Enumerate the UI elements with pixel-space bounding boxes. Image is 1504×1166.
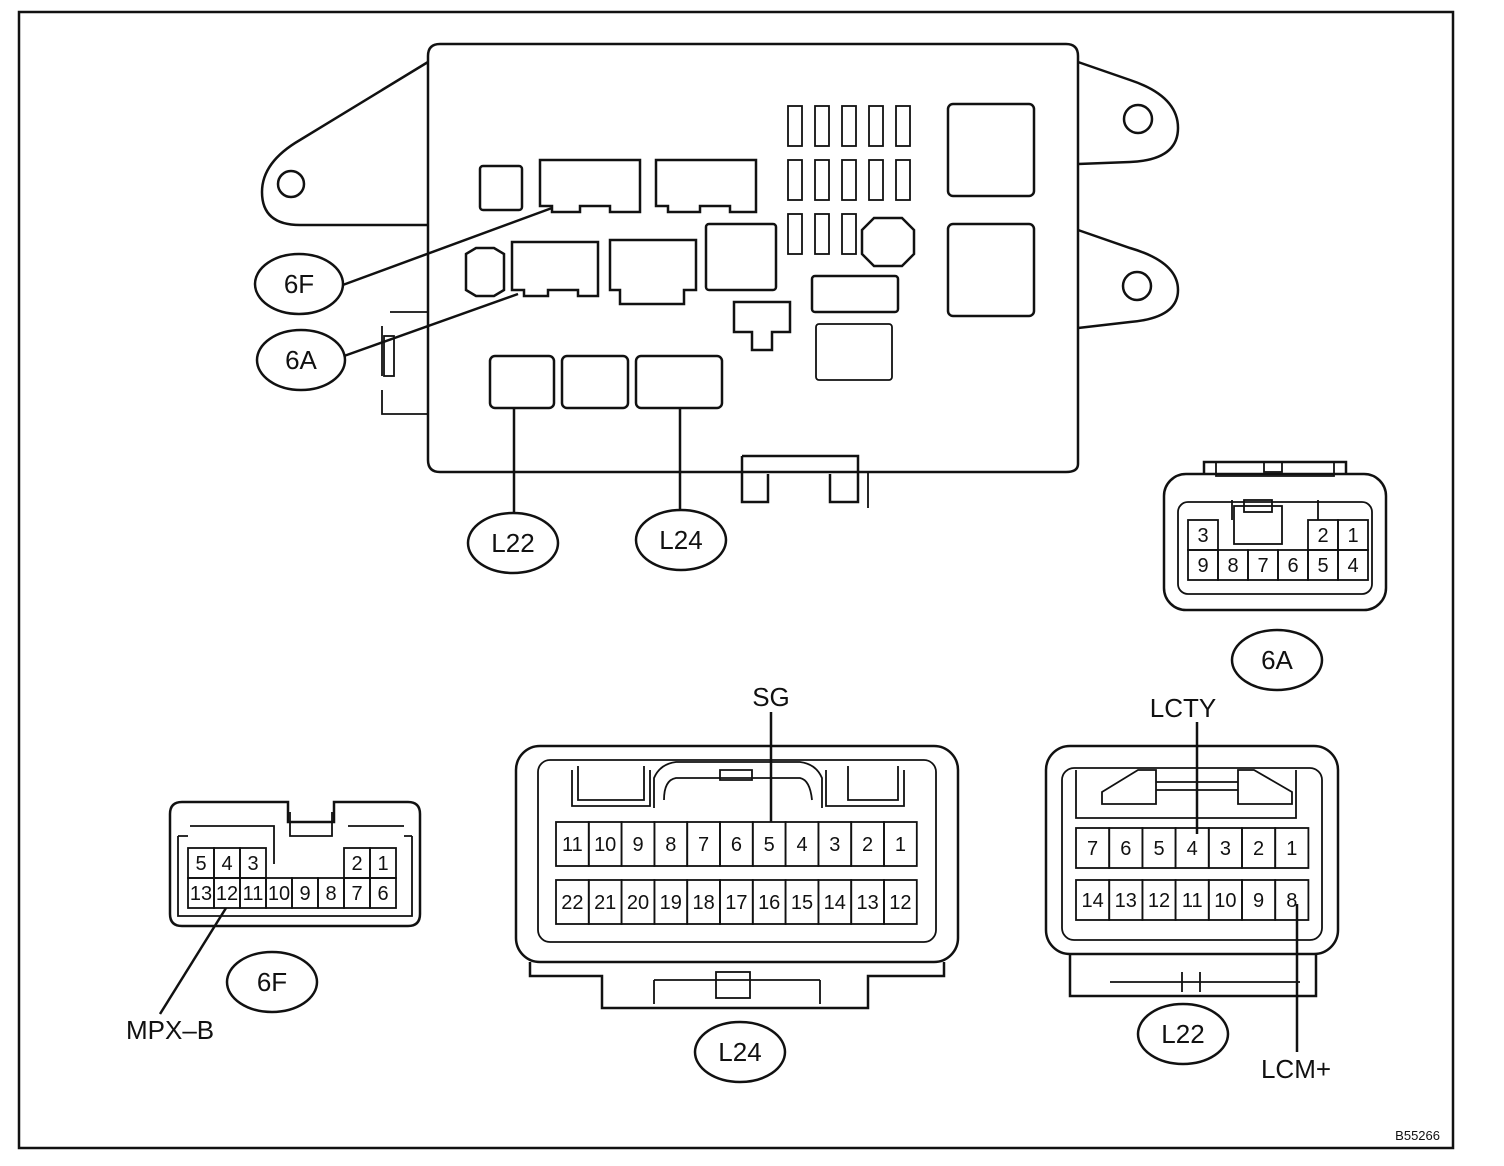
pin-number: 7 <box>1087 838 1098 860</box>
pin-number: 3 <box>1197 525 1208 547</box>
pin-number: 13 <box>856 892 878 914</box>
pin-number: 9 <box>632 834 643 856</box>
pin-number: 14 <box>824 892 846 914</box>
pin-number: 14 <box>1081 890 1103 912</box>
pin-number: 6 <box>1120 838 1131 860</box>
callout-l22-connector: L22 <box>1136 1002 1230 1066</box>
callout-6a-block: 6A <box>255 328 347 392</box>
pin-number: 9 <box>1197 555 1208 577</box>
signal-label-mpx-b: MPX–B <box>126 1015 214 1045</box>
callout-label: L24 <box>659 525 702 555</box>
junction-block <box>260 42 1180 508</box>
callout-label: L22 <box>1161 1019 1204 1049</box>
pin-number: 8 <box>665 834 676 856</box>
pin-number: 22 <box>561 892 583 914</box>
pin-number: 3 <box>247 853 258 875</box>
pin-cell <box>883 821 918 867</box>
pin-number: 17 <box>725 892 747 914</box>
callout-6a-connector: 6A <box>1230 628 1324 692</box>
pin-number: 13 <box>1115 890 1137 912</box>
pin-number: 11 <box>1182 890 1203 912</box>
pin-number: 1 <box>895 834 906 856</box>
pin-number: 10 <box>594 834 616 856</box>
pin-number: 7 <box>351 883 362 905</box>
pin-number: 5 <box>195 853 206 875</box>
pin-number: 2 <box>351 853 362 875</box>
pin-number: 4 <box>1187 838 1198 860</box>
pin-number: 20 <box>627 892 649 914</box>
signal-label-sg: SG <box>752 682 790 712</box>
pin-number: 7 <box>1257 555 1268 577</box>
callout-label: 6F <box>257 967 287 997</box>
pin-number: 8 <box>1286 890 1297 912</box>
pin-number: 10 <box>1214 890 1236 912</box>
pin-number: 19 <box>660 892 682 914</box>
pin-number: 5 <box>764 834 775 856</box>
pin-number: 4 <box>1347 555 1358 577</box>
pin-number: 5 <box>1317 555 1328 577</box>
pin-cell <box>1274 879 1310 921</box>
pin-number: 3 <box>829 834 840 856</box>
pin-cell <box>1274 827 1310 869</box>
callout-l24-connector: L24 <box>693 1020 787 1084</box>
pin-number: 1 <box>377 853 388 875</box>
pin-number: 13 <box>190 883 212 905</box>
pin-cell <box>369 877 397 909</box>
callout-label: 6A <box>1261 645 1293 675</box>
callout-l24-block: L24 <box>634 508 728 572</box>
pin-number: 21 <box>594 892 616 914</box>
pin-number: 2 <box>1317 525 1328 547</box>
pin-number: 4 <box>221 853 232 875</box>
pin-number: 8 <box>325 883 336 905</box>
leader-lines <box>339 206 682 520</box>
callout-6f-connector: 6F <box>225 950 319 1014</box>
signal-label-lcty: LCTY <box>1150 693 1216 723</box>
pin-number: 6 <box>1287 555 1298 577</box>
pin-number: 15 <box>791 892 813 914</box>
pin-number: 9 <box>1253 890 1264 912</box>
pin-number: 12 <box>1148 890 1170 912</box>
pin-number: 3 <box>1220 838 1231 860</box>
callout-l22-block: L22 <box>466 511 560 575</box>
callout-6f-block: 6F <box>253 252 345 316</box>
pin-number: 6 <box>377 883 388 905</box>
pin-number: 10 <box>268 883 290 905</box>
callout-label: 6A <box>285 345 317 375</box>
pin-number: 2 <box>1253 838 1264 860</box>
pin-cell <box>883 879 918 925</box>
pin-number: 1 <box>1286 838 1297 860</box>
pin-number: 1 <box>1347 525 1358 547</box>
pin-number: 11 <box>243 883 264 905</box>
pin-number: 11 <box>562 834 583 856</box>
pin-number: 16 <box>758 892 780 914</box>
figure-id: B55266 <box>1395 1128 1440 1143</box>
pin-number: 7 <box>698 834 709 856</box>
pin-number: 4 <box>796 834 807 856</box>
pin-number: 12 <box>889 892 911 914</box>
pin-number: 12 <box>216 883 238 905</box>
callout-label: L24 <box>718 1037 761 1067</box>
pin-number: 5 <box>1153 838 1164 860</box>
pin-number: 9 <box>299 883 310 905</box>
signal-label-lcm-plus: LCM+ <box>1261 1054 1331 1084</box>
page-frame <box>17 10 1455 1150</box>
callout-label: L22 <box>491 528 534 558</box>
pin-cell <box>1337 549 1369 581</box>
pin-number: 6 <box>731 834 742 856</box>
pin-number: 8 <box>1227 555 1238 577</box>
pin-number: 18 <box>692 892 714 914</box>
callout-label: 6F <box>284 269 314 299</box>
pin-number: 2 <box>862 834 873 856</box>
